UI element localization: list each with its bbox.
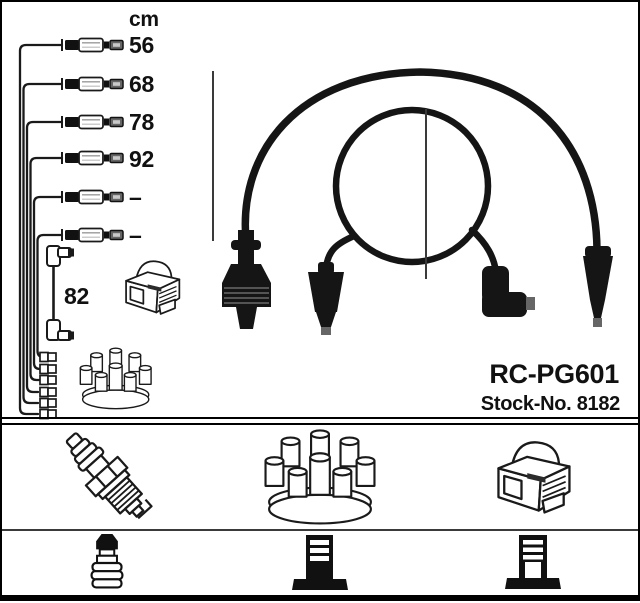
- legend-column-divider: [425, 109, 427, 279]
- product-code: RC-PG601: [489, 359, 619, 389]
- lead-length-value: 78: [129, 109, 154, 135]
- legend-cell-spark-plug: [3, 426, 211, 528]
- legend-cell-distributor-cap: [215, 426, 424, 528]
- distributor-cap-icon: [263, 429, 376, 525]
- ignition-coil-icon: [496, 441, 571, 514]
- lead-length-value: –: [129, 184, 142, 210]
- right-angle-boot: [482, 266, 535, 317]
- lead-length-drawings: [18, 43, 64, 416]
- lead-length-value: –: [129, 222, 142, 248]
- unit-header: cm: [129, 8, 159, 31]
- stock-number: Stock-No. 8182: [480, 393, 621, 415]
- legend-table-top-border: [2, 423, 638, 425]
- legend-row-divider: [2, 529, 638, 531]
- coil-lead-drawing: [46, 245, 74, 341]
- straight-boot-right: [583, 246, 613, 327]
- coil-terminal-block-icon: [291, 534, 348, 590]
- distributor-end-plugs: [39, 351, 57, 420]
- coil-terminal-socket-icon: [504, 534, 561, 589]
- coil-lead-length-value: 82: [64, 283, 89, 309]
- cable-photo: [222, 68, 613, 335]
- lead-length-value: 68: [129, 71, 154, 97]
- plug-boot-icon: [90, 533, 124, 589]
- legend-cell-plug-boot: [3, 531, 211, 594]
- boot-ribs: [224, 287, 269, 304]
- legend-table-bottom-border: [0, 595, 640, 601]
- legend-column-divider: [212, 71, 214, 241]
- spark-plug-icon: [54, 429, 159, 525]
- legend-cell-coil-terminal-block: [215, 531, 424, 594]
- lead-length-value: 56: [129, 32, 154, 58]
- legend-cell-ignition-coil: [428, 426, 637, 528]
- legend-cell-coil-terminal-socket: [428, 531, 637, 594]
- panel-divider: [2, 417, 638, 419]
- lead-length-value: 92: [129, 146, 154, 172]
- straight-boot-left: [308, 262, 344, 335]
- ignition-lead-set-diagram: [18, 37, 613, 420]
